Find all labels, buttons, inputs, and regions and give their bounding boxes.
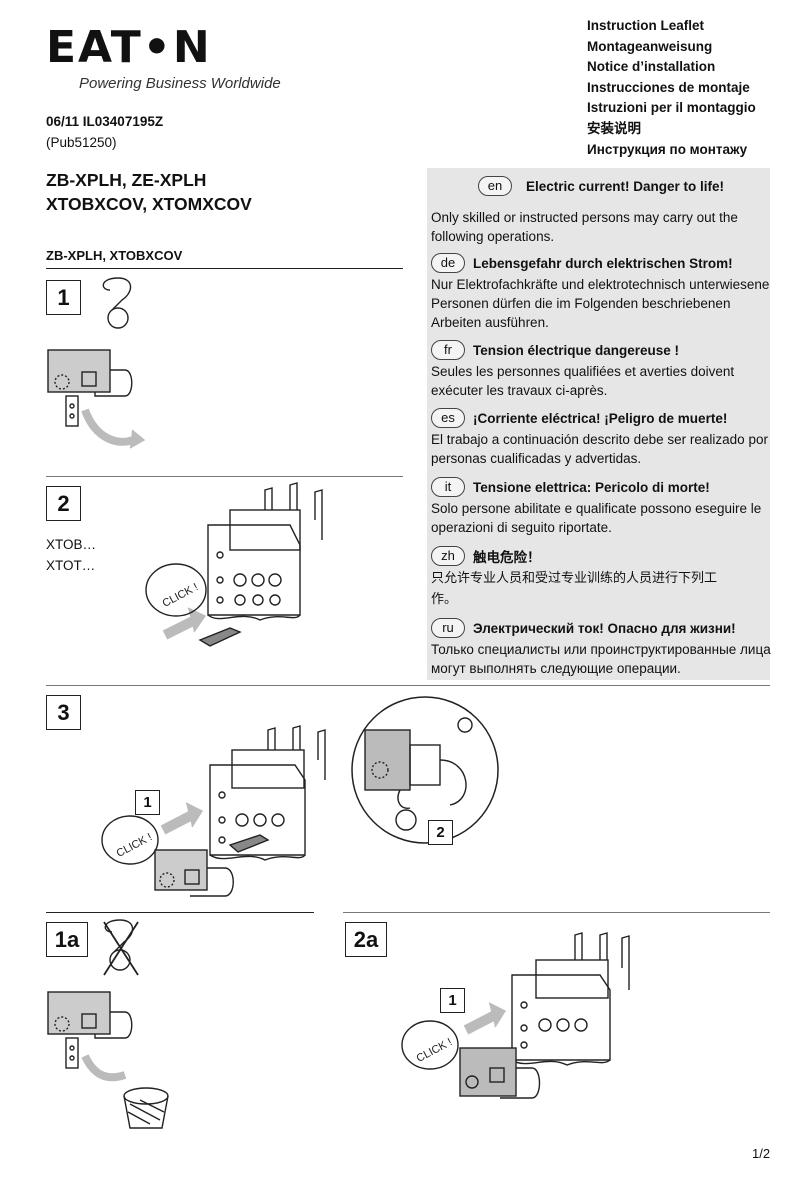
warning-body: Solo persone abilitate e qualificate pos… <box>431 501 762 535</box>
warning-zh: zh 触电危险！ 只允许专业人员和受过专业训练的人员进行下列工作。 <box>431 546 771 610</box>
warning-title: 触电危险！ <box>473 550 541 565</box>
insert-arrow <box>463 1002 507 1035</box>
click-bubble <box>145 563 207 617</box>
warning-body: Seules les personnes qualifiées et avert… <box>431 364 735 398</box>
publication-number: (Pub51250) <box>46 135 117 150</box>
warning-body: Nur Elektrofachkräfte und elektrotechnis… <box>431 277 770 330</box>
product-title: ZB-XPLH, ZE-XPLH XTOBXCOV, XTOMXCOV <box>46 168 252 216</box>
no-seal-wire-icon <box>103 919 139 976</box>
step-3-label: 3 <box>46 695 81 730</box>
sub-step-1-label: 1 <box>135 790 160 815</box>
lang-badge: ru <box>431 618 465 638</box>
product-line-2: XTOBXCOV, XTOMXCOV <box>46 194 252 214</box>
insert-arrow <box>160 802 204 835</box>
warning-fr: fr Tension électrique dangereuse ! Seules… <box>431 340 771 400</box>
warning-title: Lebensgefahr durch elektrischen Strom! <box>473 255 733 271</box>
divider <box>343 912 770 913</box>
leaflet-title: Инструкция по монтажу <box>587 141 748 157</box>
warning-title: Электрический ток! Опасно для жизни! <box>473 620 736 636</box>
page-number: 1/2 <box>752 1146 771 1161</box>
click-bubble <box>401 1020 459 1070</box>
overload-relay-drawing <box>209 725 326 861</box>
cover-plate-drawing <box>154 834 270 897</box>
document-number: 06/11 IL03407195Z <box>46 114 164 129</box>
leaflet-title: Instruction Leaflet <box>587 18 705 33</box>
divider <box>46 912 314 913</box>
warning-it: it Tensione elettrica: Pericolo di morte!… <box>431 477 771 537</box>
warning-title: Tension électrique dangereuse ! <box>473 342 680 358</box>
overload-relay-drawing <box>207 482 323 621</box>
cover-plate-drawing <box>459 1047 541 1099</box>
sub-step-2-label: 2 <box>428 820 453 845</box>
warning-de: de Lebensgefahr durch elektrischen Strom!… <box>431 253 771 332</box>
leaflet-title: Instrucciones de montaje <box>587 79 750 95</box>
lang-badge: es <box>431 408 465 428</box>
lang-badge: fr <box>431 340 465 360</box>
insert-arrow <box>162 607 207 640</box>
divider <box>46 476 403 477</box>
cover-plate-drawing <box>47 991 133 1069</box>
overload-relay-drawing <box>511 932 630 1066</box>
leaflet-title: Istruzioni per il montaggio <box>587 100 756 116</box>
section-sub-label: ZB-XPLH, XTOBXCOV <box>46 248 183 263</box>
sub-step-1-label: 1 <box>440 988 465 1013</box>
lang-badge: en <box>478 176 512 196</box>
warning-title: Tensione elettrica: Pericolo di morte! <box>473 479 710 495</box>
click-bubble <box>101 815 159 865</box>
variant-item: XTOB… <box>46 537 97 552</box>
warning-es: es ¡Corriente eléctrica! ¡Peligro de muer… <box>431 408 771 468</box>
step-1a-label: 1a <box>46 922 88 957</box>
leaflet-title: 安装说明 <box>587 120 641 136</box>
warning-body: Только специалисты или проинструктирован… <box>431 642 771 676</box>
lang-badge: zh <box>431 546 465 566</box>
divider <box>46 268 403 269</box>
warning-body: 只允许专业人员和受过专业训练的人员进行下列工作。 <box>431 571 718 607</box>
seal-tab-drawing <box>198 627 242 647</box>
click-label: CLICK ! <box>415 1036 455 1065</box>
lang-badge: de <box>431 253 465 273</box>
variant-item: XTOT… <box>46 558 96 573</box>
remove-arrow <box>81 408 146 449</box>
detail-zoom-circle <box>351 696 499 844</box>
warning-en: en Electric current! Danger to life! Onl… <box>431 176 771 246</box>
click-label: CLICK ! <box>161 581 201 610</box>
leaflet-titles: Instruction Leaflet Montageanweisung Not… <box>587 16 756 160</box>
wastebasket-icon <box>123 1087 169 1129</box>
leaflet-title: Montageanweisung <box>587 38 713 54</box>
variant-list: XTOB… XTOT… <box>46 534 96 576</box>
step-1-label: 1 <box>46 280 81 315</box>
step-2a-label: 2a <box>345 922 387 957</box>
cover-plate-drawing <box>47 349 133 427</box>
brand-tagline: Powering Business Worldwide <box>79 75 281 92</box>
warning-title: Electric current! Danger to life! <box>526 178 725 194</box>
warning-ru: ru Электрический ток! Опасно для жизни! Т… <box>431 618 771 678</box>
warning-title: ¡Corriente eléctrica! ¡Peligro de muerte… <box>473 410 728 426</box>
click-label: CLICK ! <box>115 831 155 860</box>
seal-wire-icon <box>102 277 132 329</box>
product-line-1: ZB-XPLH, ZE-XPLH <box>46 170 207 190</box>
step-2-label: 2 <box>46 486 81 521</box>
discard-arrow <box>81 1054 127 1082</box>
eaton-logo: EAT•N <box>46 22 212 73</box>
warning-body: El trabajo a continuación descrito debe … <box>431 432 768 466</box>
lang-badge: it <box>431 477 465 497</box>
divider <box>46 685 770 686</box>
leaflet-title: Notice d’installation <box>587 59 716 75</box>
warning-panel <box>427 168 770 680</box>
warning-body: Only skilled or instructed persons may c… <box>431 210 738 244</box>
